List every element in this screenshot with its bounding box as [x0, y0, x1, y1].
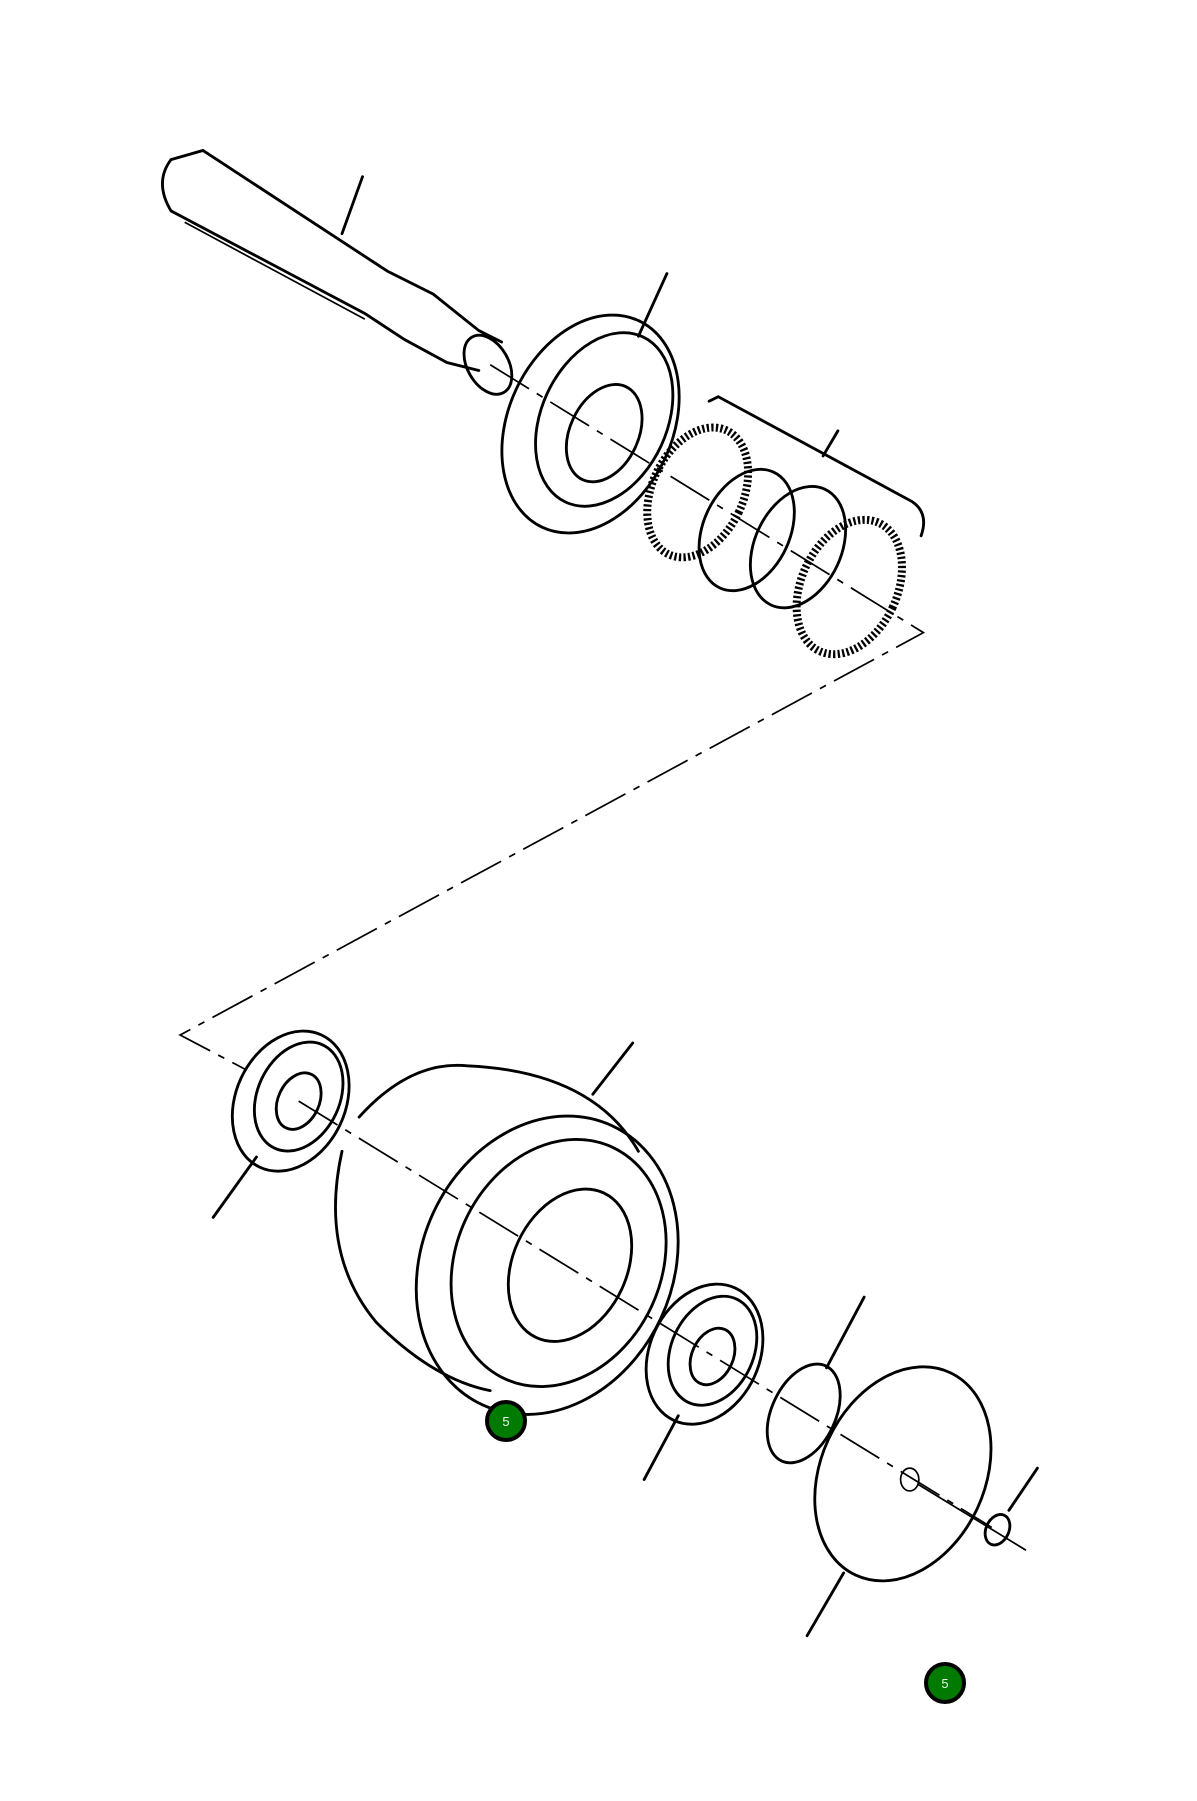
shaft	[161, 148, 514, 396]
bearing-upper	[500, 272, 681, 535]
hotspot-badge[interactable]: 5	[924, 1662, 966, 1704]
hotspot-badge[interactable]: 5	[485, 1400, 527, 1442]
cover-plate	[805, 1365, 993, 1638]
seal-group	[643, 395, 926, 659]
track-roller	[334, 1041, 680, 1416]
bearing-right	[642, 1282, 765, 1481]
snap-ring	[765, 1295, 866, 1465]
bearing-left	[211, 1029, 351, 1219]
plug-screw	[917, 1466, 1039, 1551]
assembly-axis-line	[178, 364, 926, 1070]
